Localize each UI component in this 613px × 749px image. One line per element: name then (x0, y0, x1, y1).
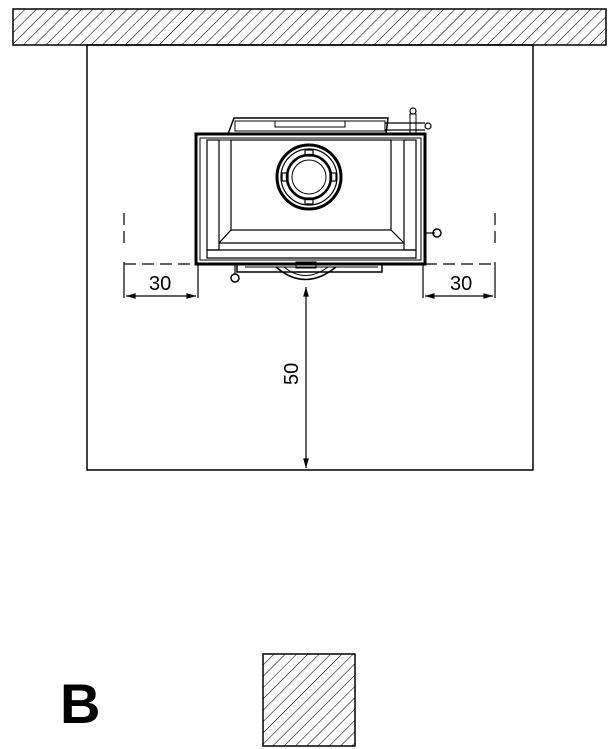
dimension-right (422, 213, 496, 299)
flue-collar-outer (275, 143, 343, 211)
dimension-right-value: 30 (450, 273, 472, 295)
floor-plate (86, 44, 534, 471)
wall-hatch-top (12, 8, 607, 46)
wall-section-hatch (262, 653, 356, 747)
dimension-left-value: 30 (149, 273, 171, 295)
dimension-front-value: 50 (281, 363, 303, 385)
view-label: B (60, 672, 100, 735)
stove-top-view (194, 107, 442, 283)
dimension-left (123, 213, 199, 299)
